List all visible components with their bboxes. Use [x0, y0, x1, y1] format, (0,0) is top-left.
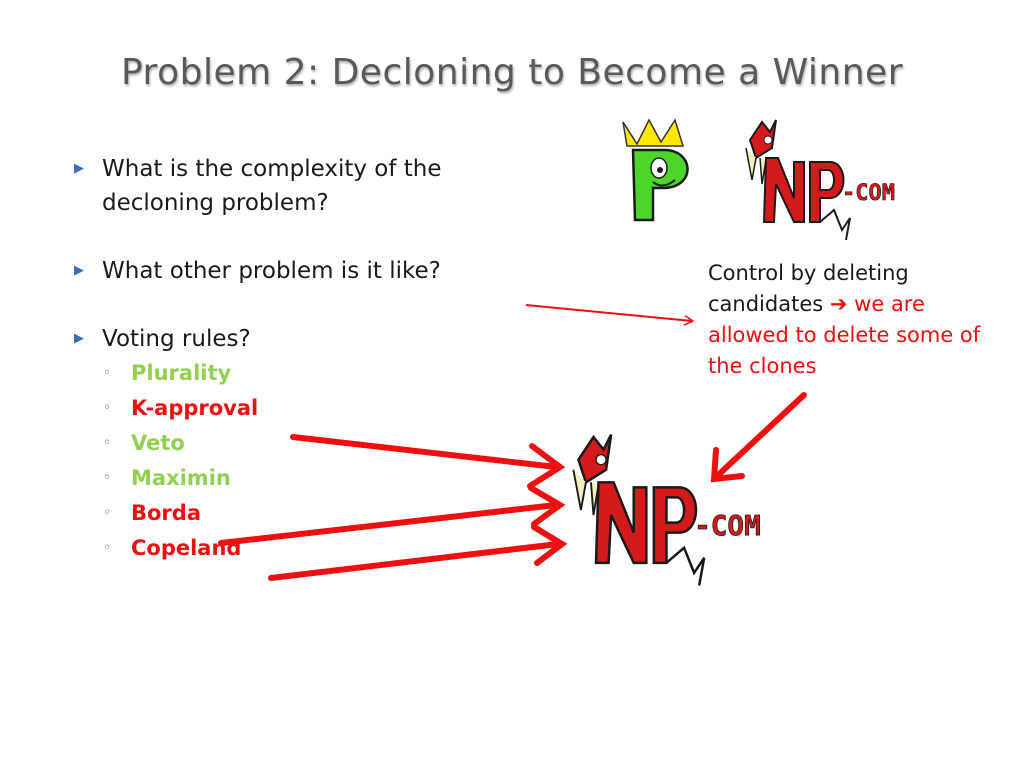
arrow-copeland-to-np: [268, 524, 568, 581]
rule-label: K-approval: [131, 396, 259, 420]
np-complete-devil-logo-large-icon: -COM: [572, 433, 761, 586]
slide-title: Problem 2: Decloning to Become a Winner: [120, 52, 904, 93]
bullet-complexity: ▶ What is the complexity of the declonin…: [70, 152, 530, 220]
np-suffix-text: -COM: [842, 181, 895, 206]
bullet-text: What other problem is it like?: [102, 258, 441, 284]
np-complete-devil-logo-icon: -COM NP: [745, 119, 895, 241]
circle-bullet-icon: ◦: [103, 540, 112, 556]
arrow-control-to-np: [710, 392, 807, 483]
bullet-voting-rules: ▶ Voting rules?: [70, 322, 530, 356]
rule-label: Maximin: [131, 466, 231, 490]
bullet-text: Voting rules?: [102, 326, 251, 352]
control-note-highlight: we are allowed to delete some of the clo…: [708, 292, 981, 378]
triangle-bullet-icon: ▶: [74, 331, 84, 346]
bullet-text: What is the complexity of the decloning …: [102, 156, 442, 216]
arrow-to-control-note: [525, 304, 692, 321]
np-suffix-text-large: -COM: [694, 509, 761, 542]
circle-bullet-icon: ◦: [103, 400, 112, 416]
rule-plurality: ◦ Plurality: [70, 356, 530, 391]
voting-rule-list: ◦ Plurality ◦ K-approval ◦ Veto ◦ Maximin ◦ B…: [70, 356, 530, 566]
triangle-bullet-icon: ▶: [74, 263, 84, 278]
control-note-text: Control by deleting candidates: [708, 261, 909, 316]
arrow-borda-to-np: [218, 485, 566, 546]
triangle-bullet-icon: ▶: [74, 161, 84, 176]
bullet-other-problem: ▶ What other problem is it like?: [70, 254, 530, 288]
rule-label: Plurality: [131, 361, 232, 385]
circle-bullet-icon: ◦: [103, 505, 112, 521]
rule-maximin: ◦ Maximin: [70, 461, 530, 496]
rule-veto: ◦ Veto: [70, 426, 530, 461]
circle-bullet-icon: ◦: [103, 470, 112, 486]
rule-k-approval: ◦ K-approval: [70, 391, 530, 426]
rule-label: Borda: [131, 501, 201, 525]
rule-borda: ◦ Borda: [70, 496, 530, 531]
control-note: Control by deleting candidates ➔ we are …: [708, 258, 1008, 382]
arrow-kapproval-to-np: [290, 434, 566, 489]
rule-label: Veto: [131, 431, 185, 455]
circle-bullet-icon: ◦: [103, 365, 112, 381]
arrow-right-icon: ➔: [829, 292, 848, 316]
p-crown-logo-icon: P: [613, 116, 705, 228]
bullet-list: ▶ What is the complexity of the declonin…: [70, 152, 530, 566]
circle-bullet-icon: ◦: [103, 435, 112, 451]
